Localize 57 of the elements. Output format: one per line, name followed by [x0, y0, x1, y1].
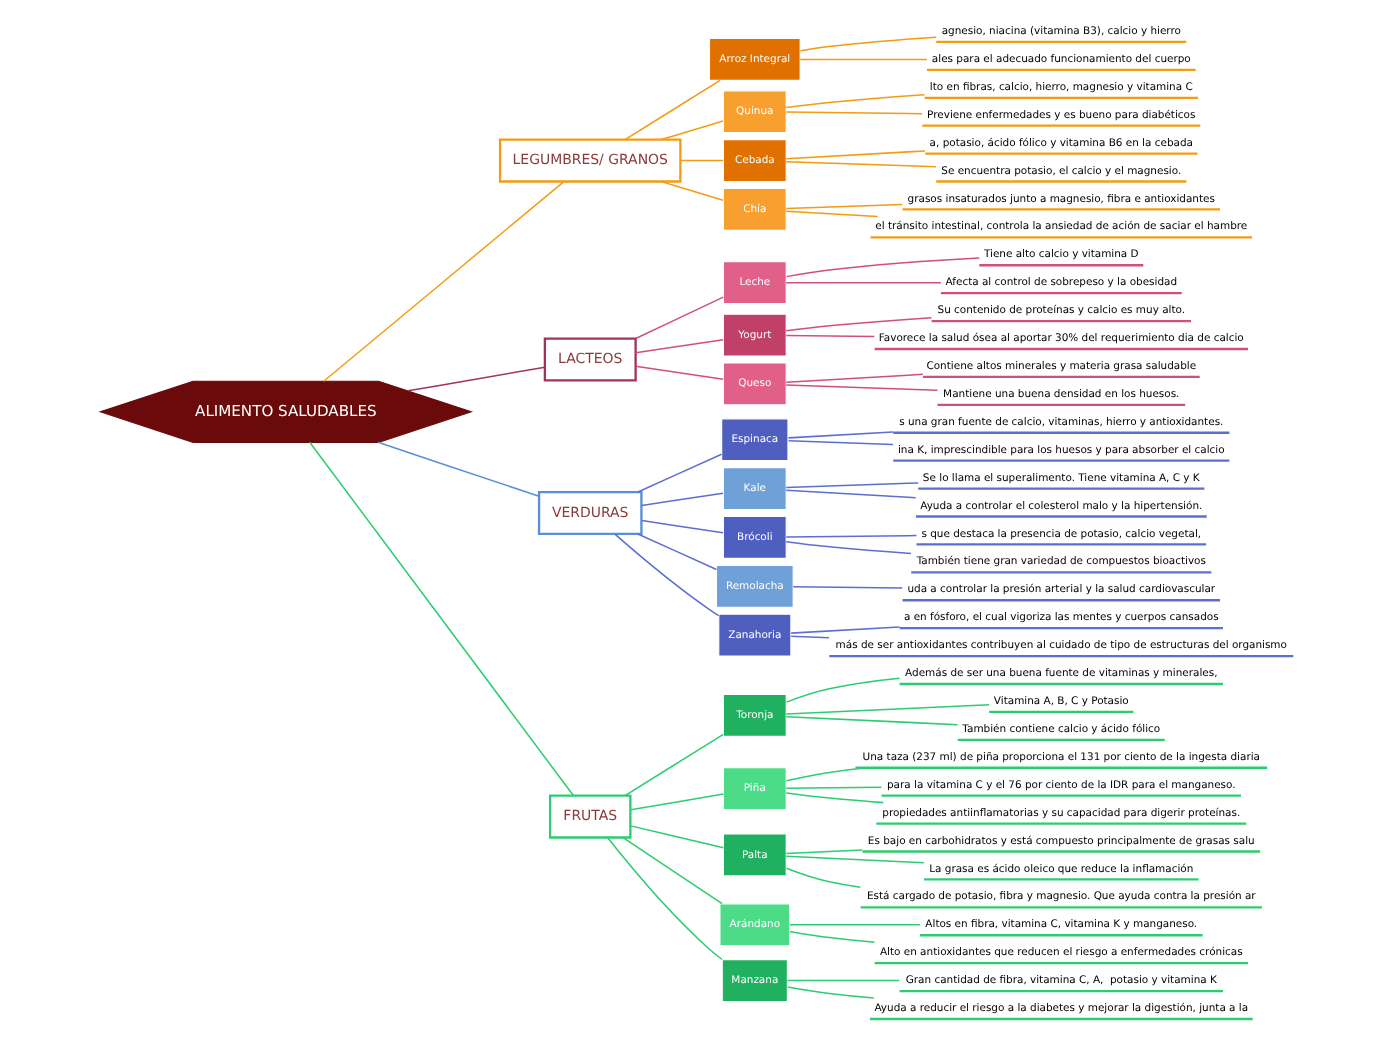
connector — [784, 703, 989, 715]
connector — [678, 159, 723, 162]
connector — [789, 635, 829, 639]
connector — [605, 836, 722, 961]
connector — [784, 384, 938, 391]
connector — [784, 281, 941, 284]
connector — [798, 36, 936, 52]
connector — [636, 453, 722, 493]
connector — [659, 120, 723, 141]
connector — [784, 111, 922, 115]
connector — [784, 540, 911, 555]
connector — [784, 489, 916, 499]
connector — [784, 160, 936, 168]
connector — [322, 181, 564, 383]
connector — [636, 533, 717, 571]
connector — [784, 334, 875, 338]
connector — [307, 441, 574, 797]
connector — [791, 585, 903, 589]
connector — [784, 373, 923, 383]
connector — [784, 792, 884, 804]
connector — [784, 210, 878, 218]
connector — [613, 533, 719, 617]
connector — [784, 94, 925, 109]
connector — [634, 338, 723, 354]
connector — [784, 677, 900, 703]
connector — [784, 786, 882, 790]
connector — [784, 316, 932, 332]
connector — [634, 296, 723, 340]
connector — [640, 519, 723, 534]
connector — [634, 365, 723, 381]
connector — [786, 431, 893, 439]
connector — [784, 716, 958, 726]
connector — [798, 58, 927, 61]
connector — [621, 836, 722, 905]
connector — [406, 366, 545, 392]
connector — [659, 180, 723, 201]
connector — [376, 441, 539, 497]
connector — [788, 930, 875, 944]
connector — [784, 849, 862, 855]
connector — [628, 793, 724, 811]
connector — [786, 440, 893, 446]
connector — [784, 534, 917, 538]
connector — [628, 825, 724, 849]
connector — [623, 733, 724, 797]
connector — [789, 626, 900, 634]
connector — [640, 492, 723, 507]
connector — [784, 482, 918, 489]
connector — [784, 855, 924, 864]
connector — [623, 79, 720, 141]
connector — [788, 924, 920, 926]
connector — [784, 150, 925, 160]
connector — [784, 203, 903, 210]
connector — [785, 979, 900, 982]
connector — [784, 257, 980, 278]
connector — [784, 767, 867, 782]
connector — [785, 986, 874, 999]
connector — [784, 867, 861, 889]
